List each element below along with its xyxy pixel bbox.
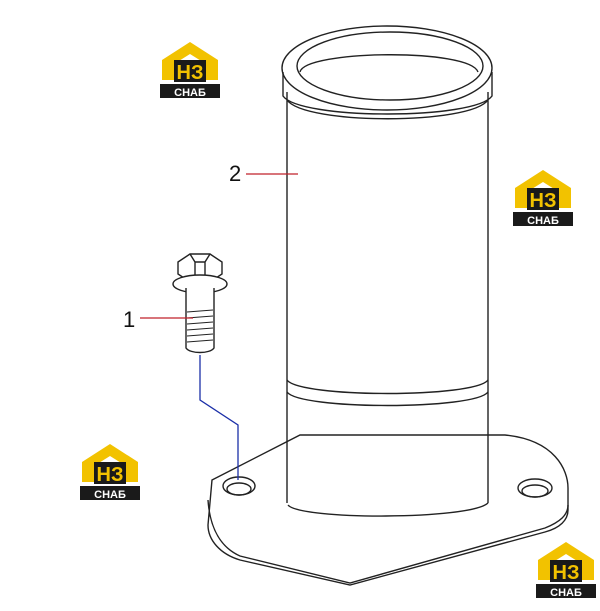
- house-logo-icon: НЗ СНАБ: [160, 42, 220, 99]
- svg-text:НЗ: НЗ: [530, 190, 557, 212]
- svg-text:НЗ: НЗ: [177, 62, 204, 84]
- watermark-logo-2: НЗ СНАБ: [513, 170, 573, 227]
- flange-plate: [207, 434, 569, 586]
- svg-text:СНАБ: СНАБ: [94, 489, 126, 501]
- bolt-threads: [186, 309, 214, 343]
- bolt: [172, 253, 228, 354]
- pipe-top-rim-inner: [296, 31, 484, 101]
- callout-label-2: 2: [229, 161, 241, 186]
- pipe-top-rim-outer: [281, 25, 493, 111]
- watermark-logo-1: НЗ СНАБ: [160, 42, 220, 99]
- bolt-shank: [185, 288, 215, 354]
- flange-thickness: [207, 499, 569, 584]
- bolt-leader-line: [199, 355, 239, 480]
- house-logo-icon: НЗ СНАБ: [536, 542, 596, 599]
- pipe-body: [286, 92, 489, 503]
- pipe-assembly: [207, 25, 569, 586]
- callout-label-1: 1: [123, 307, 135, 332]
- svg-text:СНАБ: СНАБ: [550, 587, 582, 599]
- house-logo-icon: НЗ СНАБ: [513, 170, 573, 227]
- pipe-lower-band: [286, 379, 489, 395]
- watermark-logo-3: НЗ СНАБ: [80, 444, 140, 501]
- svg-text:СНАБ: СНАБ: [174, 87, 206, 99]
- svg-text:СНАБ: СНАБ: [527, 215, 559, 227]
- svg-text:НЗ: НЗ: [553, 562, 580, 584]
- house-logo-icon: НЗ СНАБ: [80, 444, 140, 501]
- flange-hole-left-inner: [226, 482, 252, 496]
- watermark-logo-4: НЗ СНАБ: [536, 542, 596, 599]
- flange-hole-right-inner: [521, 484, 549, 498]
- callout-2: 2: [229, 161, 298, 186]
- callout-1: 1: [123, 307, 193, 332]
- svg-text:НЗ: НЗ: [97, 464, 124, 486]
